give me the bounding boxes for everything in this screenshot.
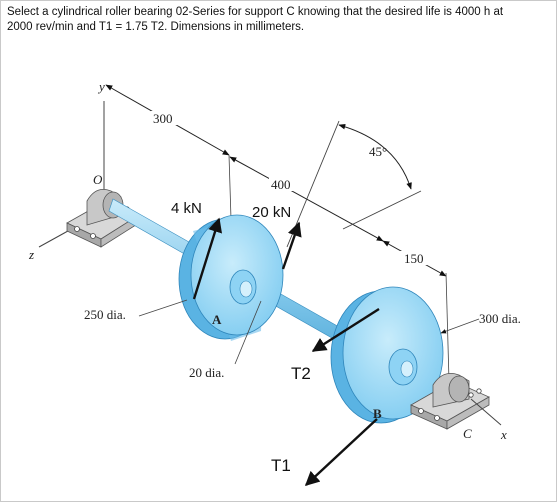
force-4kn: 4 kN bbox=[171, 200, 223, 300]
x-axis: x bbox=[470, 398, 507, 442]
dimension-300-label: 300 bbox=[153, 111, 173, 126]
force-20kn-label: 20 kN bbox=[252, 204, 291, 221]
callout-300-dia-label: 300 dia. bbox=[479, 311, 521, 326]
shaft-diagram: y z O 300 400 45° bbox=[28, 79, 521, 486]
x-axis-label: x bbox=[500, 427, 507, 442]
angle-45: 45° bbox=[286, 120, 422, 248]
dimension-150: 150 bbox=[382, 240, 450, 382]
z-axis-label: z bbox=[28, 247, 34, 262]
callout-250-dia-label: 250 dia. bbox=[84, 307, 126, 322]
callout-20-dia-label: 20 dia. bbox=[189, 365, 224, 380]
force-t1: T1 bbox=[271, 418, 378, 486]
angle-45-label: 45° bbox=[369, 144, 387, 159]
callout-300-dia: 300 dia. bbox=[440, 311, 521, 334]
dimension-300: 300 bbox=[105, 84, 232, 220]
problem-statement: Select a cylindrical roller bearing 02-S… bbox=[7, 5, 552, 35]
callout-250-dia: 250 dia. bbox=[84, 299, 188, 322]
problem-line-1: Select a cylindrical roller bearing 02-S… bbox=[7, 6, 504, 18]
force-t2-label: T2 bbox=[291, 364, 311, 383]
callout-20-dia: 20 dia. bbox=[189, 300, 262, 380]
origin-label: O bbox=[93, 172, 103, 187]
problem-line-2: 2000 rev/min and T1 = 1.75 T2. Dimension… bbox=[7, 21, 305, 33]
pulley-a: A bbox=[178, 214, 284, 341]
y-axis: y bbox=[97, 79, 105, 203]
point-c-label: C bbox=[463, 426, 472, 441]
force-t2: T2 bbox=[291, 307, 380, 383]
force-20kn: 20 kN bbox=[252, 204, 302, 270]
dimension-150-label: 150 bbox=[404, 251, 424, 266]
point-b-label: B bbox=[373, 406, 382, 421]
dimension-400-label: 400 bbox=[271, 177, 291, 192]
force-t1-label: T1 bbox=[271, 456, 291, 475]
bearing-c: C bbox=[410, 372, 490, 441]
y-axis-label: y bbox=[97, 79, 105, 94]
force-4kn-label: 4 kN bbox=[171, 200, 202, 217]
point-a-label: A bbox=[212, 312, 222, 327]
